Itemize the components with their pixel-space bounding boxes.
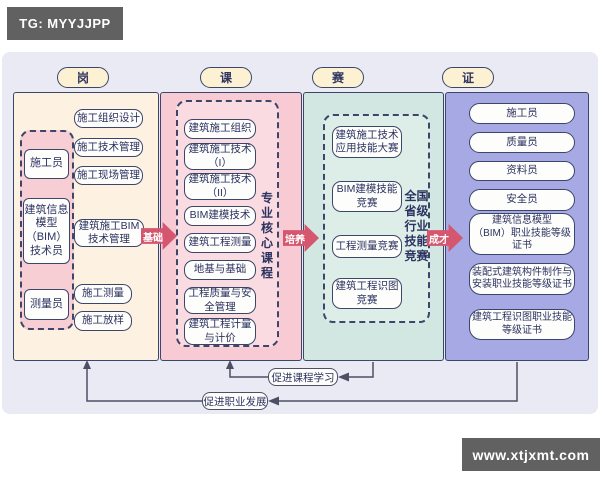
course-box: 建筑工程计量 与计价 <box>184 318 256 345</box>
competition-vertical-label: 全国省级行业技能竞赛 <box>404 189 429 263</box>
competition-box: 建筑工程识图 竞赛 <box>332 278 402 309</box>
header-pill-post: 岗 <box>57 67 109 88</box>
competition-box: 工程测量竞赛 <box>332 235 402 258</box>
feedback-course-label: 促进课程学习 <box>268 368 338 386</box>
certificate-box: 建筑信息模型 （BIM）职业技能等级 证书 <box>469 213 575 255</box>
course-column: 建筑施工组织 建筑施工技术 （I） 建筑施工技术 （II） BIM建模技术 建筑… <box>160 92 302 361</box>
course-vertical-label: 专业核心课程 <box>260 191 273 280</box>
cultivate-arrow-label: 培养 <box>285 234 305 246</box>
competition-box: BIM建模技能 竞赛 <box>332 181 402 212</box>
header-pill-course: 课 <box>200 67 252 88</box>
role-box-builder: 施工员 <box>24 149 69 179</box>
certificate-column: 施工员 质量员 资料员 安全员 建筑信息模型 （BIM）职业技能等级 证书 装配… <box>445 92 589 361</box>
course-box: 地基与基础 <box>184 260 256 280</box>
course-box: 建筑施工组织 <box>184 119 256 139</box>
competition-column: 建筑施工技术 应用技能大赛 BIM建模技能 竞赛 工程测量竞赛 建筑工程识图 竞… <box>303 92 444 361</box>
succeed-arrow-label: 成才 <box>429 234 449 246</box>
competition-box: 建筑施工技术 应用技能大赛 <box>332 126 402 158</box>
course-box: 工程质量与安 全管理 <box>184 287 256 314</box>
post-column: 施工员 建筑信息 模型 （BIM） 技术员 测量员 施工组织设计 施工技术管理 … <box>13 92 159 361</box>
feedback-career-label: 促进职业发展 <box>202 392 268 410</box>
post-task-box: 施工测量 <box>74 284 132 304</box>
certificate-box: 装配式建筑构件制作与 安装职业技能等级证书 <box>469 263 575 295</box>
header-pill-competition: 赛 <box>312 67 364 88</box>
certificate-box: 资料员 <box>469 161 575 181</box>
post-task-box: 施工组织设计 <box>74 109 143 128</box>
header-pill-certificate: 证 <box>442 67 494 88</box>
foundation-arrow-label: 基础 <box>143 232 163 244</box>
role-box-bim: 建筑信息 模型 （BIM） 技术员 <box>23 198 70 264</box>
certificate-box: 施工员 <box>469 103 575 124</box>
post-task-box: 施工放样 <box>74 311 132 331</box>
certificate-box: 安全员 <box>469 189 575 211</box>
course-box: BIM建模技术 <box>184 206 256 226</box>
certificate-box: 建筑工程识图职业技能 等级证书 <box>469 309 575 340</box>
telegram-watermark: TG: MYYJJPP <box>7 7 123 40</box>
post-task-box: 施工现场管理 <box>74 166 143 185</box>
course-box: 建筑施工技术 （I） <box>184 143 256 170</box>
course-box: 建筑施工技术 （II） <box>184 173 256 200</box>
website-watermark: www.xtjxmt.com <box>462 438 600 471</box>
post-task-box: 施工技术管理 <box>74 138 143 157</box>
certificate-box: 质量员 <box>469 132 575 153</box>
post-task-box: 建筑施工BIM 技术管理 <box>74 219 144 247</box>
role-box-surveyor: 测量员 <box>24 289 69 320</box>
course-box: 建筑工程测量 <box>184 233 256 253</box>
